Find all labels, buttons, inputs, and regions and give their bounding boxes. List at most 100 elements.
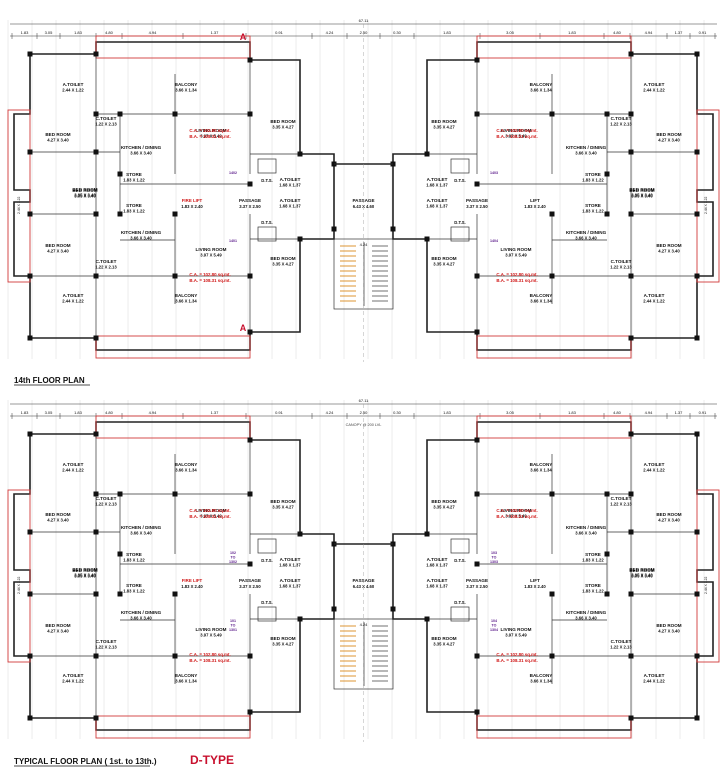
column (331, 606, 337, 612)
column (172, 111, 178, 117)
column (247, 437, 253, 443)
built-area-label: B.A. = 108.31 sq.mt. (189, 514, 230, 519)
central-passage-size: 6.43 X 4.60 (353, 204, 375, 209)
d-type-label: D-TYPE (190, 753, 234, 767)
staircase (333, 238, 394, 310)
passage-size: 3.37 X 2.50 (466, 204, 488, 209)
column (474, 329, 480, 335)
room-label-name: A.TOILET (427, 578, 448, 583)
column (247, 491, 253, 497)
duct-shaft (450, 158, 470, 174)
segment-dimension-label: 0.91 (275, 30, 284, 35)
segment-dimension-label: 1.83 (21, 410, 30, 415)
segment-dimension-label: 1.83 (568, 30, 577, 35)
column (474, 57, 480, 63)
duct-shaft (257, 538, 277, 554)
room-label-size: 4.27 X 3.40 (47, 138, 69, 143)
room-label-size: 2.44 X 1.22 (643, 299, 665, 304)
room-label-name: KITCHEN / DINING (566, 145, 607, 150)
column (27, 529, 33, 535)
column (628, 111, 634, 117)
room-label-name: BED ROOM (270, 256, 295, 261)
column (474, 561, 480, 567)
column (628, 273, 634, 279)
room-label-name: C.TOILET (611, 116, 632, 121)
passage-label: PASSAGE (466, 198, 488, 203)
segment-dimension-label: 3.05 (45, 410, 54, 415)
room-label-name: BALCONY (175, 293, 198, 298)
room-label-name: BED ROOM (72, 567, 97, 572)
room-label-size: 1.68 X 1.37 (426, 563, 448, 568)
overall-dimension-label: 67.11 (359, 18, 369, 23)
room-label-name: A.TOILET (63, 82, 84, 87)
room-label-name: STORE (585, 552, 601, 557)
column (172, 211, 178, 217)
segment-dimension-label: 4.94 (149, 410, 158, 415)
carpet-area-label: C.A. = 102.80 sq.mt. (189, 652, 230, 657)
segment-dimension-label: 1.83 (443, 30, 452, 35)
duct-label: D.T.S. (454, 600, 465, 605)
room-label-size: 3.66 X 1.34 (530, 88, 552, 93)
column (117, 551, 123, 557)
column (297, 151, 303, 157)
room-label-size: 1.68 X 1.37 (426, 584, 448, 589)
flat-number: 1302 (229, 560, 237, 564)
column (628, 529, 634, 535)
room-label-size: 3.66 X 1.34 (530, 468, 552, 473)
room-label-size: 3.97 X 5.49 (505, 253, 527, 258)
side-dimension-note: 2.44 X 1.22 (704, 197, 708, 214)
column (604, 111, 610, 117)
column (390, 226, 396, 232)
room-label-size: 1.22 X 2.13 (95, 122, 117, 127)
room-label-size: 3.66 X 1.34 (530, 679, 552, 684)
room-label-size: 3.35 X 4.27 (272, 125, 294, 130)
column (474, 709, 480, 715)
duct-shaft (450, 226, 470, 242)
segment-dimension-label: 1.37 (211, 410, 220, 415)
room-label-name: LIVING ROOM (196, 247, 227, 252)
room-label-size: 1.83 X 1.22 (582, 209, 604, 214)
column (247, 273, 253, 279)
duct-shaft (257, 226, 277, 242)
column (604, 491, 610, 497)
lift-size: 1.83 X 2.40 (524, 584, 546, 589)
room-label-size: 3.97 X 5.49 (200, 633, 222, 638)
column (604, 171, 610, 177)
room-label-name: C.TOILET (96, 259, 117, 264)
column (628, 335, 634, 341)
room-label-size: 4.27 X 3.40 (658, 629, 680, 634)
column (694, 591, 700, 597)
room-label-name: BED ROOM (72, 187, 97, 192)
passage-size: 3.37 X 2.50 (239, 584, 261, 589)
room-label-name: BED ROOM (629, 187, 654, 192)
column (331, 226, 337, 232)
room-label-size: 3.05 X 3.40 (74, 573, 96, 578)
room-label-name: BED ROOM (629, 188, 654, 193)
carpet-area-label: C.A. = 102.80 sq.mt. (189, 128, 230, 133)
column (604, 591, 610, 597)
carpet-area-label: C.A. = 102.80 sq.mt. (496, 272, 537, 277)
room-label-name: BED ROOM (656, 243, 681, 248)
column (694, 715, 700, 721)
room-label-name: STORE (126, 552, 142, 557)
column (93, 491, 99, 497)
room-label-name: STORE (126, 203, 142, 208)
room-label-size: 3.05 X 3.40 (631, 574, 653, 579)
column (117, 591, 123, 597)
room-label-name: STORE (126, 583, 142, 588)
room-label-size: 1.83 X 1.22 (582, 558, 604, 563)
segment-dimension-label: 4.80 (105, 30, 114, 35)
room-label-size: 2.44 X 1.22 (643, 468, 665, 473)
room-label-size: 3.66 X 3.40 (575, 616, 597, 621)
room-label-name: STORE (126, 172, 142, 177)
room-label-size: 1.68 X 1.37 (279, 563, 301, 568)
flat-number: TO (231, 556, 236, 560)
column (27, 335, 33, 341)
caption-typical-floor-plan: TYPICAL FLOOR PLAN ( 1st. to 13th.) (14, 757, 157, 766)
room-label-size: 3.35 X 4.27 (433, 505, 455, 510)
column (604, 551, 610, 557)
column (297, 236, 303, 242)
